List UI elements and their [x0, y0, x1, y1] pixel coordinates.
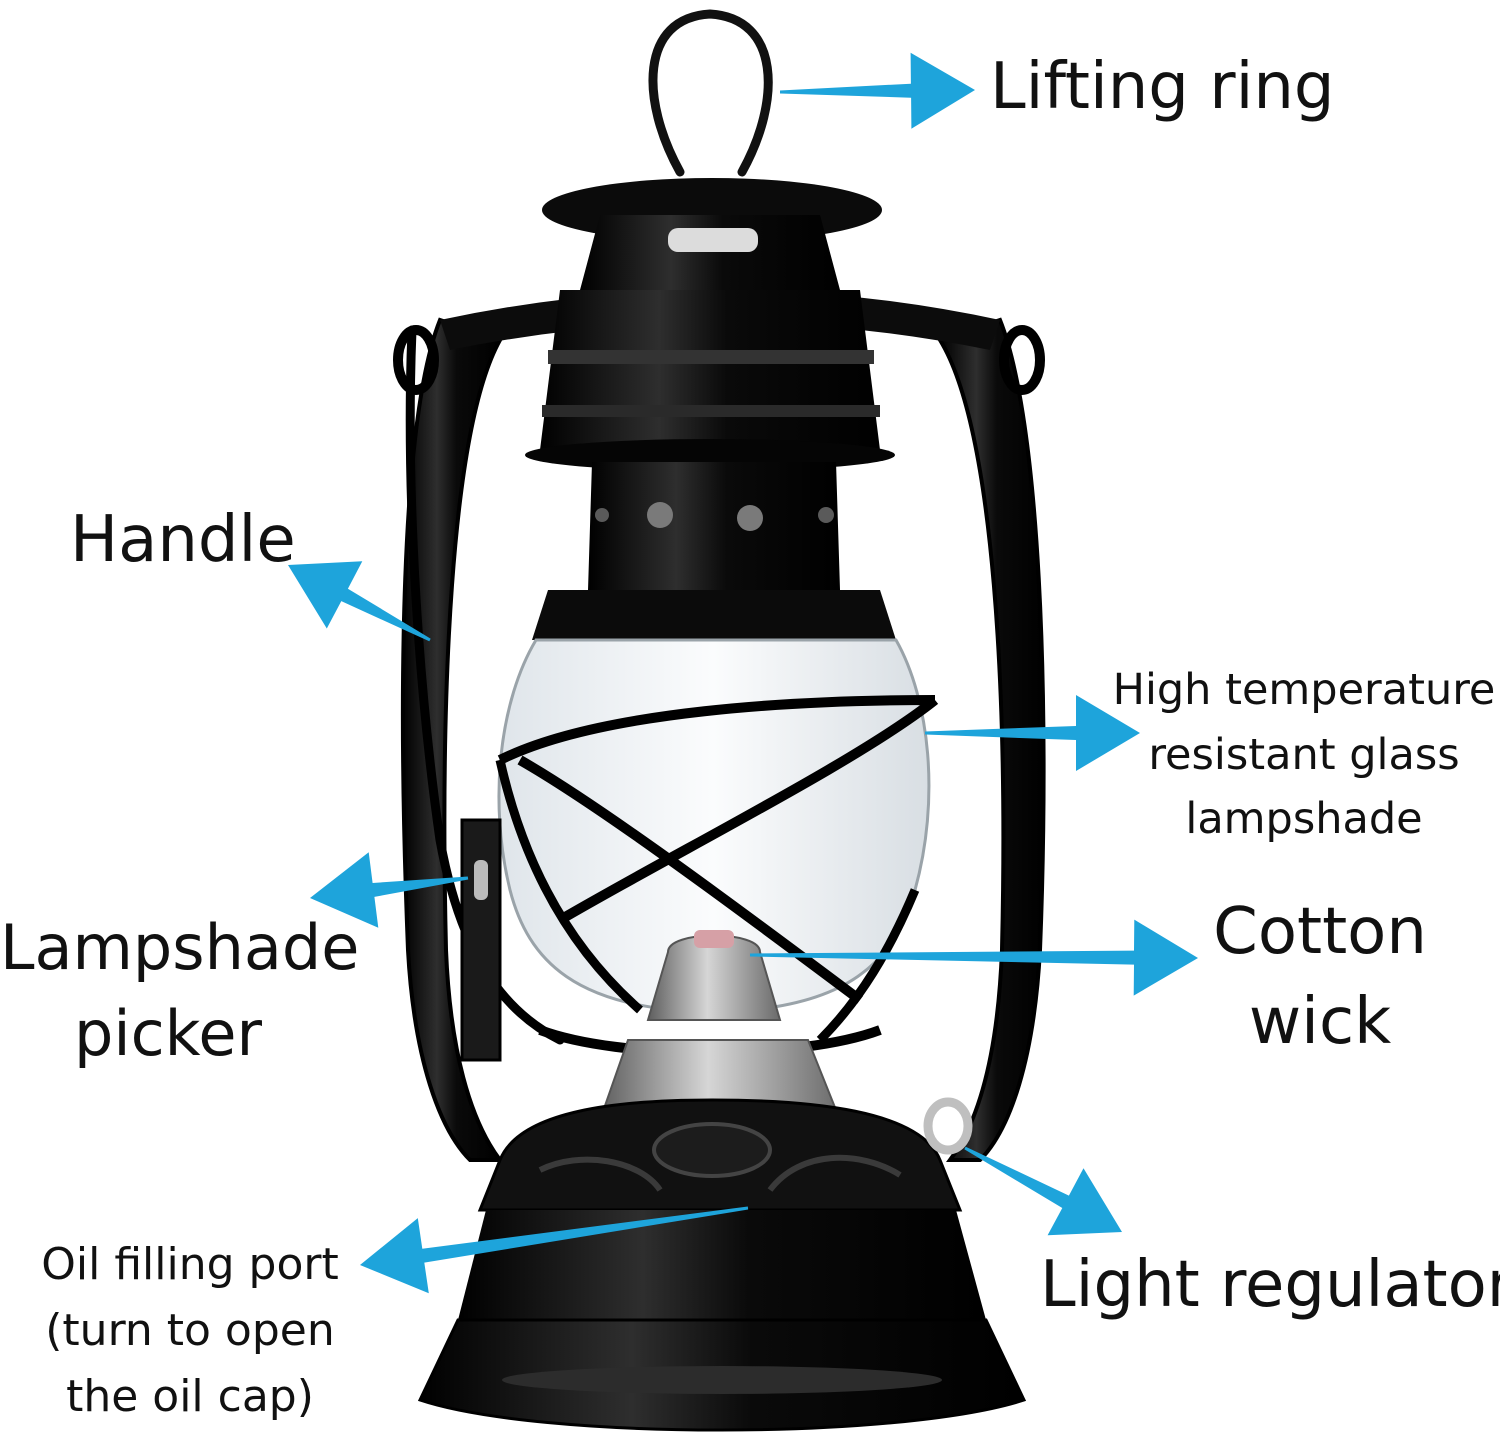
label-line: the oil cap) [66, 1371, 314, 1422]
vent-hole [647, 502, 673, 528]
guard-wire [557, 696, 939, 925]
lampshade-picker-bracket [460, 818, 502, 1062]
label-line: Handle [70, 503, 296, 577]
label-line: Oil filling port [41, 1239, 339, 1290]
vent-hole [818, 507, 834, 523]
vent-hole [737, 505, 763, 531]
vent-collar [588, 462, 840, 590]
guard-wire [495, 759, 643, 1014]
label-line: wick [1248, 984, 1392, 1059]
label-line: lampshade [1185, 794, 1423, 844]
chimney-upper [540, 290, 880, 450]
label-line: Cotton [1213, 895, 1427, 969]
fount-body [458, 1210, 986, 1320]
light-regulator-knob [923, 1097, 973, 1155]
left-frame-tube [400, 317, 504, 1162]
guard-wire [497, 695, 936, 765]
lifting-ring-icon [648, 9, 773, 177]
label-lifting-ring: Lifting ring [990, 50, 1335, 124]
label-line: High temperature [1112, 665, 1496, 715]
handle-hinge-left [393, 325, 439, 395]
label-line: Lifting ring [990, 50, 1335, 124]
arrow-oil-filling-port [360, 1206, 749, 1294]
label-line: Lampshade [0, 911, 360, 984]
vent-hole [595, 508, 609, 522]
label-oil-filling-port: Oil filling port (turn to open the oil c… [20, 1232, 360, 1430]
arrow-cotton-wick [750, 919, 1198, 996]
label-line: (turn to open [45, 1305, 335, 1356]
glass-top-collar [532, 590, 896, 640]
label-lampshade-picker: Lampshade picker [0, 905, 360, 1076]
arrow-lifting-ring [780, 52, 975, 129]
guard-wire [816, 888, 920, 1044]
label-cotton-wick: Cotton wick [1190, 888, 1450, 1067]
label-line: resistant glass [1148, 729, 1460, 780]
top-cap-body [580, 215, 840, 290]
arrow-handle [288, 561, 431, 642]
label-glass-lampshade: High temperature resistant glass lampsha… [1108, 658, 1500, 852]
fount-ornament [538, 1154, 902, 1192]
handle-hinge-right [999, 325, 1045, 395]
label-line: Light regulator [1040, 1248, 1500, 1322]
arrow-lampshade-picker [310, 852, 469, 928]
fount-base-shine [502, 1366, 942, 1394]
label-line: picker [74, 996, 262, 1070]
right-frame-tube [936, 317, 1046, 1162]
lantern-icon [393, 9, 1046, 1432]
lampshade-picker-slot [474, 860, 488, 900]
wick-tip [694, 930, 734, 948]
arrow-glass-lampshade [925, 695, 1140, 771]
top-cap-slot [668, 228, 758, 252]
chimney-band-1 [548, 350, 874, 364]
oil-cap [652, 1122, 772, 1178]
arrow-light-regulator [964, 1146, 1122, 1236]
label-handle: Handle [70, 503, 296, 577]
chimney-band-2 [542, 405, 880, 417]
label-light-regulator: Light regulator [1040, 1248, 1500, 1322]
arrow-group [288, 52, 1198, 1294]
